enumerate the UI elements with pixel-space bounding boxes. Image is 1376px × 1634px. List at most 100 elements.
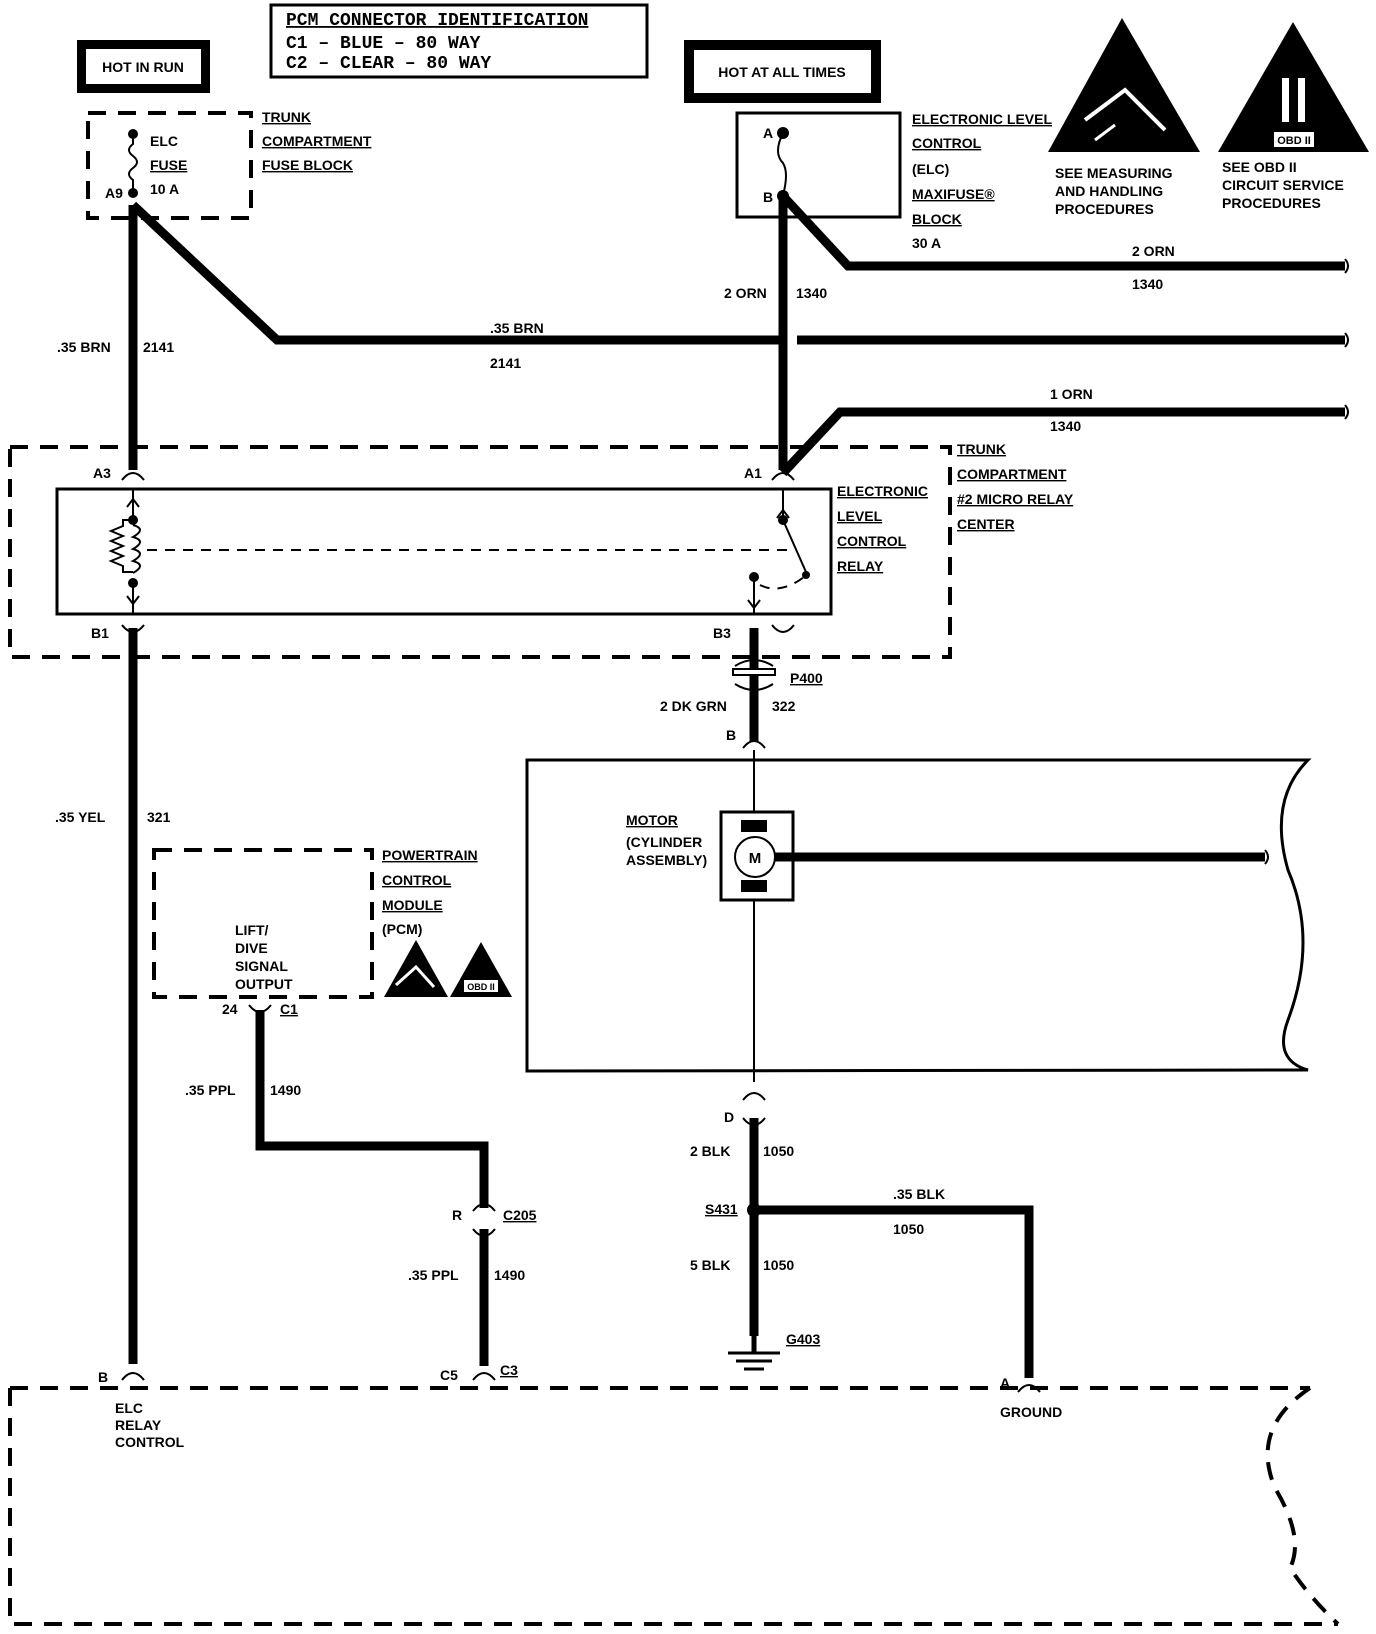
wire-1490a-gauge: .35 PPL bbox=[185, 1082, 236, 1098]
wire-322-num: 322 bbox=[772, 698, 796, 714]
wire-1340: 2 ORN 1340 2 ORN 1340 1 ORN 1340 bbox=[724, 192, 1349, 477]
esd-warning-icon bbox=[1048, 18, 1200, 152]
pcm-label-1: POWERTRAIN bbox=[382, 847, 478, 863]
wire-1340-mid-num: 1340 bbox=[1050, 418, 1081, 434]
bottom-pin-b: B bbox=[98, 1369, 108, 1385]
wire-1490b-num: 1490 bbox=[494, 1267, 525, 1283]
pcm-module: LIFT/ DIVE SIGNAL OUTPUT 24 C1 POWERTRAI… bbox=[152, 847, 512, 1017]
wire-321-num: 321 bbox=[147, 809, 171, 825]
wire-2141-h-num: 2141 bbox=[490, 355, 521, 371]
ground-g403-icon bbox=[728, 1336, 780, 1371]
fuse-pin-a9: A9 bbox=[105, 185, 123, 201]
maxifuse-symbol bbox=[777, 132, 787, 196]
elc-relay-control-3: CONTROL bbox=[115, 1434, 185, 1450]
elc-fuse-name-2: FUSE bbox=[150, 157, 187, 173]
pcm-connector-identification: PCM CONNECTOR IDENTIFICATION C1 – BLUE –… bbox=[269, 3, 649, 79]
relay-pin-a1: A1 bbox=[744, 465, 762, 481]
wire-1490b-gauge: .35 PPL bbox=[408, 1267, 459, 1283]
hot-in-run-label: HOT IN RUN bbox=[102, 59, 184, 75]
connector-d: D bbox=[724, 1109, 734, 1125]
ground-g403-label: G403 bbox=[786, 1331, 820, 1347]
pcm-output-2: DIVE bbox=[235, 940, 268, 956]
wire-1340-mid-gauge: 1 ORN bbox=[1050, 386, 1093, 402]
relay-label-4: RELAY bbox=[837, 558, 884, 574]
pcm-output-3: SIGNAL bbox=[235, 958, 288, 974]
maxifuse-pin-b: B bbox=[763, 189, 773, 205]
pcm-label-3: MODULE bbox=[382, 897, 443, 913]
connector-c205: C205 bbox=[503, 1207, 537, 1223]
relay-switch-blade bbox=[782, 519, 807, 573]
relay-label-1: ELECTRONIC bbox=[837, 483, 928, 499]
connector-b-motor: B bbox=[726, 727, 736, 743]
connector-p400: P400 bbox=[790, 670, 823, 686]
relay-label-3: CONTROL bbox=[837, 533, 907, 549]
ground-label: GROUND bbox=[1000, 1404, 1062, 1420]
elc-fuse-name-1: ELC bbox=[150, 133, 178, 149]
wire-2141-v-num: 2141 bbox=[143, 339, 174, 355]
wire-1050b-gauge: 5 BLK bbox=[690, 1257, 730, 1273]
relay-pin-b1: B1 bbox=[91, 625, 109, 641]
maxifuse-label-1: ELECTRONIC LEVEL bbox=[912, 111, 1052, 127]
wire-1340-top-num: 1340 bbox=[1132, 276, 1163, 292]
wire-2141-h-gauge: .35 BRN bbox=[490, 320, 544, 336]
hot-at-all-times-label: HOT AT ALL TIMES bbox=[718, 64, 846, 80]
esd-warning-text-2: AND HANDLING bbox=[1055, 183, 1163, 199]
fuse-block-label-1: TRUNK bbox=[262, 109, 311, 125]
pcm-output-1: LIFT/ bbox=[235, 922, 269, 938]
pcm-connector-c1: C1 – BLUE – 80 WAY bbox=[286, 34, 481, 54]
pcm-pin-24: 24 bbox=[222, 1001, 238, 1017]
wire-1340-top-gauge: 2 ORN bbox=[1132, 243, 1175, 259]
motor-symbol-label: M bbox=[749, 850, 762, 867]
relay-pin-b3: B3 bbox=[713, 625, 731, 641]
esd-warning-text-1: SEE MEASURING bbox=[1055, 165, 1173, 181]
relay-label-2: LEVEL bbox=[837, 508, 883, 524]
esd-warning: SEE MEASURING AND HANDLING PROCEDURES bbox=[1048, 18, 1200, 217]
pcm-output-4: OUTPUT bbox=[235, 976, 293, 992]
relay-center-label-4: CENTER bbox=[957, 516, 1015, 532]
connector-c5: C5 bbox=[440, 1367, 458, 1383]
maxifuse-label-4: MAXIFUSE® bbox=[912, 186, 995, 202]
motor-label-1: MOTOR bbox=[626, 812, 678, 828]
elc-fuse-rating: 10 A bbox=[150, 181, 179, 197]
pcm-label-2: CONTROL bbox=[382, 872, 452, 888]
splice-s431-label: S431 bbox=[705, 1201, 738, 1217]
obd-warning: OBD II SEE OBD II CIRCUIT SERVICE PROCED… bbox=[1218, 22, 1369, 211]
wire-2141: .35 BRN 2141 .35 BRN 2141 bbox=[57, 201, 1349, 470]
pcm-obd-mark: OBD II bbox=[467, 982, 495, 992]
maxifuse-label-5: BLOCK bbox=[912, 211, 962, 227]
motor-label-3: ASSEMBLY) bbox=[626, 852, 707, 868]
wire-1340-v-gauge: 2 ORN bbox=[724, 285, 767, 301]
connector-c3: C3 bbox=[500, 1362, 518, 1378]
elc-fuse-symbol bbox=[128, 134, 138, 193]
relay-coil bbox=[130, 524, 141, 574]
motor-label-2: (CYLINDER bbox=[626, 834, 702, 850]
motor-assembly: M MOTOR (CYLINDER ASSEMBLY) bbox=[525, 750, 1312, 1082]
maxifuse-label-6: 30 A bbox=[912, 235, 941, 251]
hot-at-all-times-box: HOT AT ALL TIMES bbox=[684, 40, 881, 103]
elc-relay-control-1: ELC bbox=[115, 1400, 143, 1416]
hot-in-run-box: HOT IN RUN bbox=[77, 40, 210, 93]
maxifuse-label-3: (ELC) bbox=[912, 161, 949, 177]
trunk-fuse-block: ELC FUSE 10 A A9 TRUNK COMPARTMENT FUSE … bbox=[86, 109, 372, 220]
obd-warning-text-2: CIRCUIT SERVICE bbox=[1222, 177, 1344, 193]
elc-maxifuse-block: A B ELECTRONIC LEVEL CONTROL (ELC) MAXIF… bbox=[735, 111, 1052, 251]
connector-r: R bbox=[452, 1207, 462, 1223]
wire-1490: .35 PPL 1490 R C205 .35 PPL 1490 bbox=[185, 1010, 537, 1366]
relay-center-label-2: COMPARTMENT bbox=[957, 466, 1067, 482]
wire-321-gauge: .35 YEL bbox=[55, 809, 106, 825]
wire-322: P400 2 DK GRN 322 B bbox=[660, 628, 823, 749]
bottom-module: B C5 C3 A ELC RELAY CONTROL GROUND bbox=[8, 1362, 1340, 1626]
obd-warning-text-3: PROCEDURES bbox=[1222, 195, 1321, 211]
pcm-connector-c2: C2 – CLEAR – 80 WAY bbox=[286, 54, 491, 74]
esd-warning-text-3: PROCEDURES bbox=[1055, 201, 1154, 217]
maxifuse-label-2: CONTROL bbox=[912, 135, 982, 151]
wire-1050b-num: 1050 bbox=[763, 1257, 794, 1273]
maxifuse-pin-a: A bbox=[763, 125, 773, 141]
wire-1050c-num: 1050 bbox=[893, 1221, 924, 1237]
pcm-connector-c1: C1 bbox=[280, 1001, 298, 1017]
wire-1340-v-num: 1340 bbox=[796, 285, 827, 301]
wire-1050a-num: 1050 bbox=[763, 1143, 794, 1159]
wire-2141-v-gauge: .35 BRN bbox=[57, 339, 111, 355]
relay-resistor bbox=[108, 519, 133, 573]
